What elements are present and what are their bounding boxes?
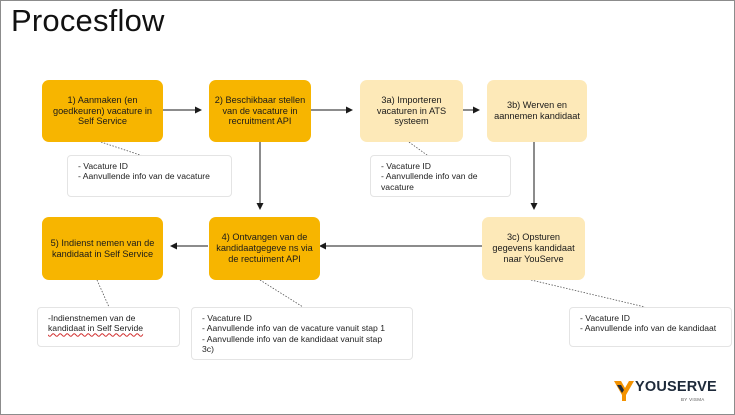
note-step-5: -Indienstnemen van de kandidaat in Self … — [37, 307, 180, 347]
note-line: - Aanvullende info van de vacature — [78, 171, 210, 182]
step-3c-box: 3c) Opsturen gegevens kandidaat naar You… — [482, 217, 585, 280]
step-2-box: 2) Beschikbaar stellen van de vacature i… — [209, 80, 311, 142]
note-line: - Aanvullende info van de — [381, 171, 478, 182]
step-3b-label: 3b) Werven en aannemen kandidaat — [494, 100, 580, 121]
note-link-3c — [530, 279, 646, 308]
note-line: - Aanvullende info van de kandidaat — [580, 323, 717, 334]
logo-name: YOUSERVE — [635, 379, 717, 395]
step-4-box: 4) Ontvangen van de kandidaatgegeve ns v… — [209, 217, 320, 280]
step-1-box: 1) Aanmaken (en goedkeuren) vacature in … — [42, 80, 163, 142]
note-line: -Indienstnemen van de — [48, 313, 136, 323]
note-line: 3c) — [202, 344, 214, 355]
youserve-logo-icon — [614, 381, 634, 401]
note-step-1: - Vacature ID - Aanvullende info van de … — [67, 155, 232, 197]
note-step-4: - Vacature ID - Aanvullende info van de … — [191, 307, 413, 360]
step-4-label: 4) Ontvangen van de kandidaatgegeve ns v… — [216, 232, 313, 264]
note-line: - Vacature ID — [202, 313, 252, 323]
note-line: - Aanvullende info van de kandidaat vanu… — [202, 333, 383, 344]
note-link-5 — [96, 279, 110, 308]
note-step-3c: - Vacature ID - Aanvullende info van de … — [569, 307, 732, 347]
step-3c-label: 3c) Opsturen gegevens kandidaat naar You… — [492, 232, 575, 264]
page-title: Procesflow — [11, 3, 165, 38]
step-2-label: 2) Beschikbaar stellen van de vacature i… — [214, 94, 306, 127]
note-line: - Vacature ID — [78, 161, 128, 171]
note-line: - Vacature ID — [580, 313, 630, 323]
note-step-3a: - Vacature ID - Aanvullende info van de … — [370, 155, 511, 197]
note-line: kandidaat in Self Servide — [48, 323, 144, 334]
step-3a-label: 3a) Importeren vacaturen in ATS systeem — [376, 94, 447, 127]
step-3a-box: 3a) Importeren vacaturen in ATS systeem — [360, 80, 463, 142]
logo-sub: BY VISMA — [681, 397, 705, 402]
note-line: - Vacature ID — [381, 161, 431, 171]
note-line: - Aanvullende info van de vacature vanui… — [202, 323, 385, 334]
note-line: vacature — [381, 181, 414, 192]
step-1-label: 1) Aanmaken (en goedkeuren) vacature in … — [52, 94, 153, 127]
youserve-logo: YOUSERVE BY VISMA — [613, 378, 723, 408]
step-5-box: 5) Indienst nemen van de kandidaat in Se… — [42, 217, 163, 280]
note-link-4 — [259, 279, 304, 308]
step-3b-box: 3b) Werven en aannemen kandidaat — [487, 80, 587, 142]
step-5-label: 5) Indienst nemen van de kandidaat in Se… — [50, 237, 155, 259]
